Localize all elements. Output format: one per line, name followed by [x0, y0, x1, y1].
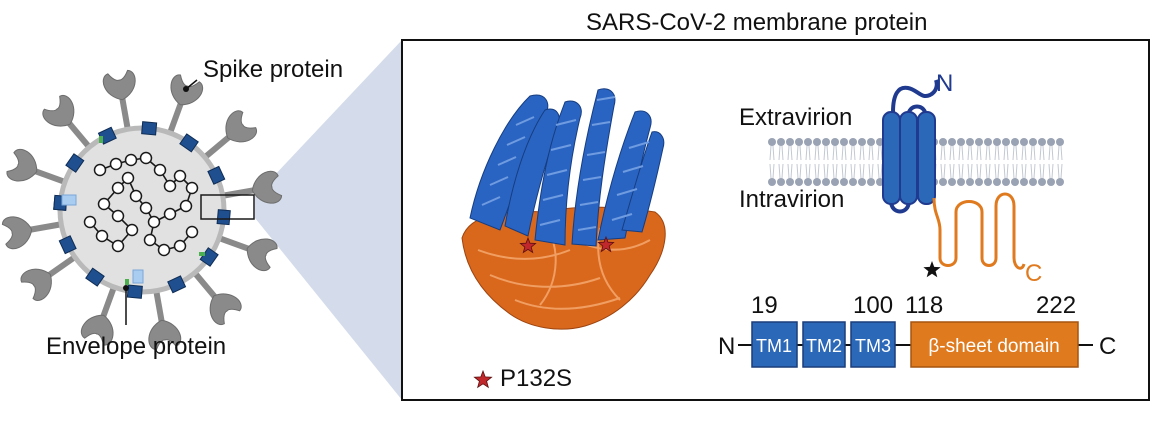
- beta-sheet-box: [910, 321, 1079, 368]
- spike-protein-label: Spike protein: [203, 56, 344, 83]
- virion: [1, 69, 283, 351]
- alpha-helices: [469, 88, 665, 247]
- position-118: 118: [905, 292, 943, 319]
- spike: [20, 254, 77, 301]
- membrane-protein: [58, 235, 77, 255]
- membrane-protein-blocks: [53, 121, 231, 299]
- membrane-protein: [216, 209, 231, 226]
- spike: [6, 148, 66, 185]
- extravirion-label: Extravirion: [739, 104, 853, 131]
- envelope-protein-mark: [99, 136, 103, 143]
- spike: [222, 170, 283, 204]
- membrane-protein: [207, 165, 226, 185]
- spike: [102, 69, 136, 130]
- spike-leader-dot: [183, 86, 189, 92]
- spike: [1, 216, 62, 250]
- c-terminus-label: C: [1025, 260, 1043, 287]
- intravirion-label: Intravirion: [739, 186, 845, 213]
- spike: [42, 94, 92, 150]
- spike-proteins: [1, 69, 283, 351]
- n-terminus-label: N: [936, 70, 954, 97]
- membrane-protein: [85, 267, 105, 287]
- mutation-star-right: [597, 235, 615, 253]
- map-c-label: C: [1099, 333, 1116, 360]
- n-terminal-tail: [891, 79, 939, 113]
- beta-sheet-label: β-sheet domain: [928, 336, 1059, 357]
- envelope-protein-label: Envelope protein: [46, 333, 227, 360]
- membrane-protein: [65, 153, 85, 173]
- tm3-box: [850, 321, 896, 368]
- tm1-label: TM1: [756, 336, 792, 356]
- map-n-label: N: [718, 333, 735, 360]
- position-19: 19: [751, 292, 778, 319]
- domain-map: N C TM1 TM2 TM3 β-sheet domain 19 100 11…: [718, 292, 1116, 368]
- spike: [80, 286, 117, 346]
- tm2-box: [802, 321, 846, 368]
- membrane-protein: [167, 275, 187, 294]
- tm1-helix: [882, 111, 901, 205]
- protein-structure: [461, 88, 666, 330]
- mutation-star-topology: [923, 261, 941, 278]
- mutation-star-left: [519, 236, 537, 254]
- tm3-label: TM3: [855, 336, 891, 356]
- figure-title: SARS-CoV-2 membrane protein: [586, 9, 928, 36]
- envelope-protein-mark: [199, 252, 205, 256]
- tm1-box: [751, 321, 798, 368]
- envelope-protein-mark: [125, 279, 129, 285]
- mutation-legend-label: P132S: [500, 365, 573, 392]
- rna-network: [83, 151, 199, 257]
- helix-coils: [481, 96, 650, 231]
- spike: [148, 290, 182, 351]
- light-protein-block: [132, 269, 144, 284]
- membrane-protein: [179, 133, 199, 153]
- zoom-box: [200, 194, 255, 220]
- membrane-protein: [126, 284, 143, 299]
- zoom-wedge: [255, 40, 402, 400]
- position-222: 222: [1036, 292, 1076, 319]
- spike: [202, 110, 258, 160]
- tm3-helix: [917, 111, 936, 205]
- spike: [218, 235, 278, 272]
- tm2-label: TM2: [806, 336, 842, 356]
- envelope-leader-dot: [123, 285, 129, 291]
- membrane-protein: [141, 121, 158, 136]
- beta-sheet-domain-path: [932, 192, 1026, 270]
- position-100: 100: [853, 292, 893, 319]
- spike: [192, 270, 242, 326]
- light-protein-block: [61, 194, 77, 206]
- tm2-helix: [899, 111, 918, 205]
- mutation-star-legend: [473, 369, 493, 389]
- membrane-topology: [768, 79, 1064, 278]
